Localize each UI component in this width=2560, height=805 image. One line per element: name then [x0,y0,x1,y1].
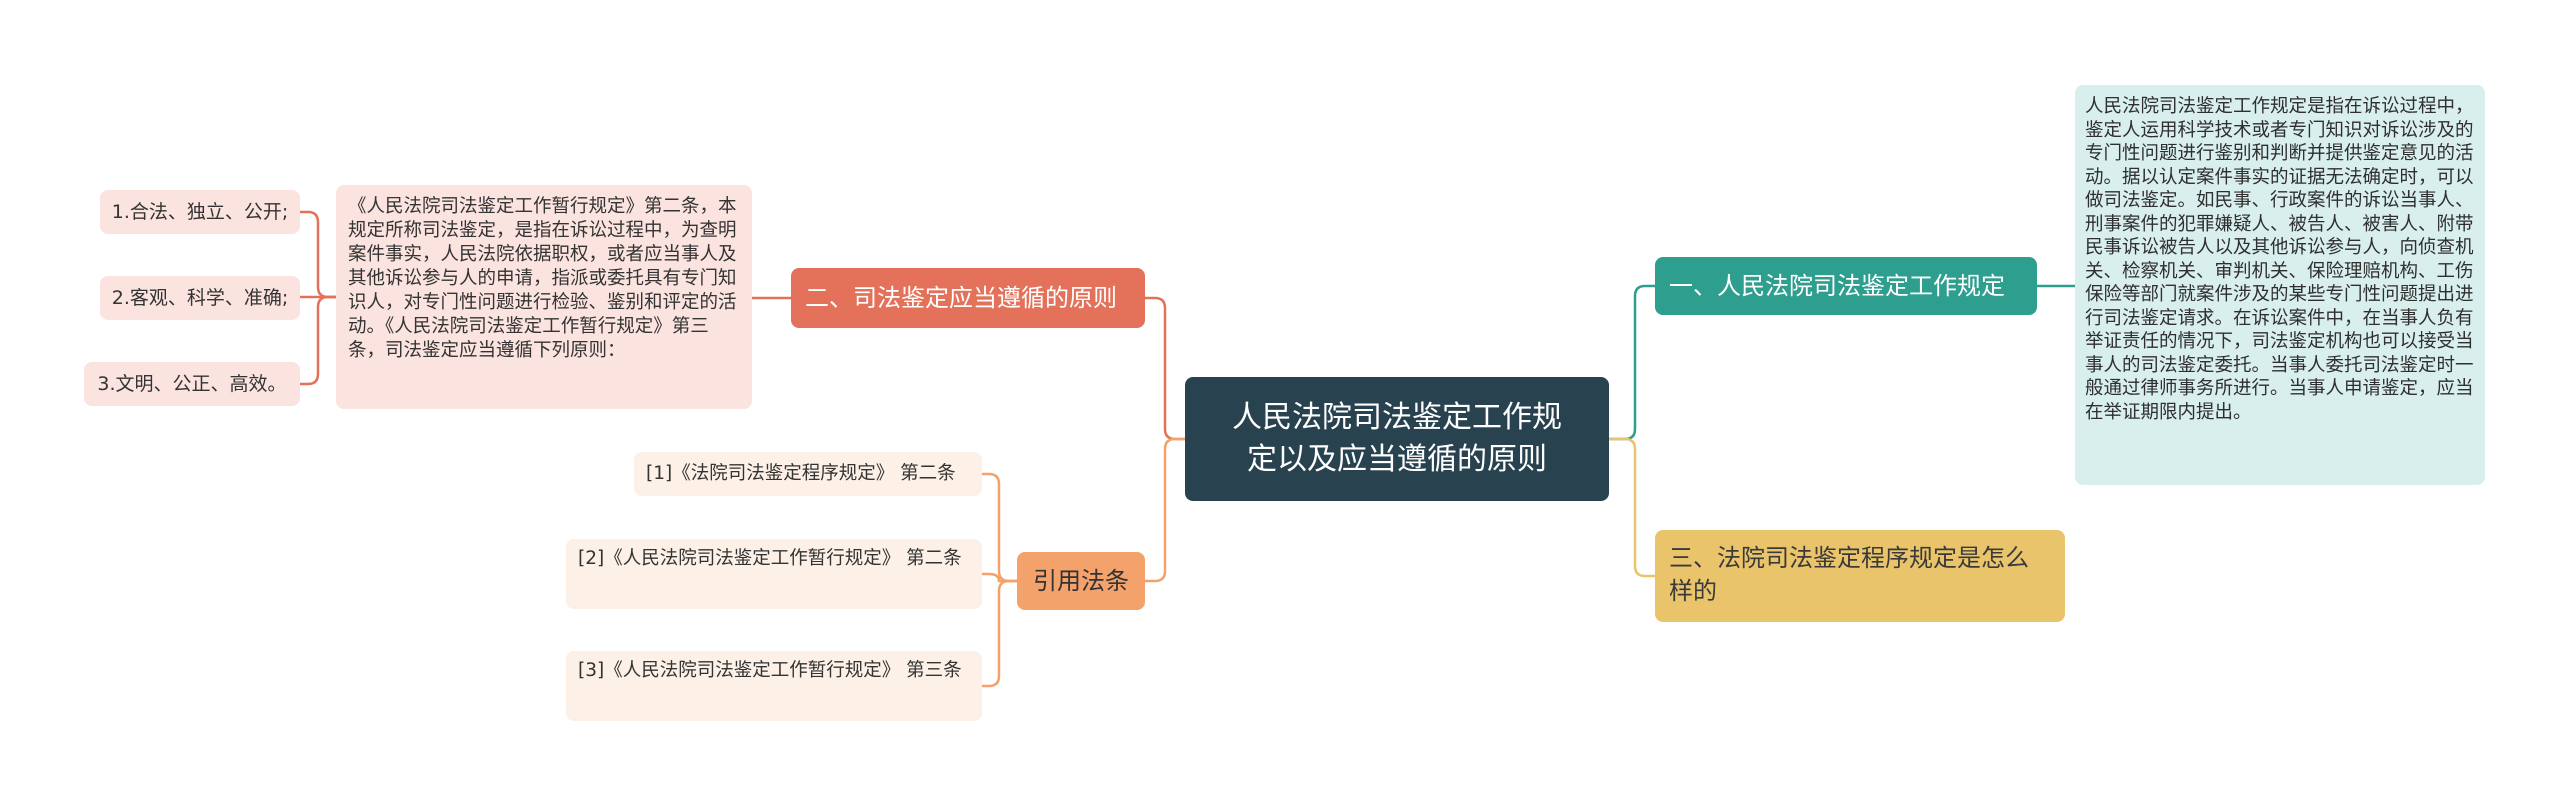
connector-branch-4-to-ref-2 [982,572,1017,583]
branch-node-4[interactable]: 引用法条 [1017,552,1145,610]
central-topic[interactable]: 人民法院司法鉴定工作规 定以及应当遵循的原则 [1185,377,1609,501]
connector-central-to-branch-4 [1145,437,1185,583]
reference-1-label: [1]《法院司法鉴定程序规定》 第二条 [646,463,956,484]
branch-2-detail-node[interactable]: 《人民法院司法鉴定工作暂行规定》第二条，本规定所称司法鉴定，是指在诉讼过程中，为… [336,185,752,409]
principle-node-2[interactable]: 2.客观、科学、准确; [100,276,300,320]
branch-2-detail-text: 《人民法院司法鉴定工作暂行规定》第二条，本规定所称司法鉴定，是指在诉讼过程中，为… [348,196,737,361]
branch-1-detail-node[interactable]: 人民法院司法鉴定工作规定是指在诉讼过程中，鉴定人运用科学技术或者专门知识对诉讼涉… [2075,85,2485,485]
connector-branch-4-to-ref-3 [982,579,1017,688]
connector-central-to-branch-3 [1609,437,1655,578]
principle-node-1[interactable]: 1.合法、独立、公开; [100,190,300,234]
principle-1-label: 1.合法、独立、公开; [111,201,289,223]
branch-node-3[interactable]: 三、法院司法鉴定程序规定是怎么样的 [1655,530,2065,622]
reference-3-label: [3]《人民法院司法鉴定工作暂行规定》 第三条 [578,660,962,681]
reference-node-1[interactable]: [1]《法院司法鉴定程序规定》 第二条 [634,452,982,496]
reference-node-2[interactable]: [2]《人民法院司法鉴定工作暂行规定》 第二条 [566,539,982,609]
branch-1-label: 一、人民法院司法鉴定工作规定 [1669,272,2005,300]
principle-2-label: 2.客观、科学、准确; [111,287,289,309]
branch-2-label: 二、司法鉴定应当遵循的原则 [805,284,1117,312]
connector-central-to-branch-1 [1609,284,1655,441]
connector-detail-to-principle-1 [300,210,336,299]
principle-3-label: 3.文明、公正、高效。 [97,373,287,395]
branch-node-2[interactable]: 二、司法鉴定应当遵循的原则 [791,268,1145,328]
branch-1-detail-text: 人民法院司法鉴定工作规定是指在诉讼过程中，鉴定人运用科学技术或者专门知识对诉讼涉… [2085,96,2474,423]
central-topic-label: 人民法院司法鉴定工作规 定以及应当遵循的原则 [1232,400,1562,477]
reference-2-label: [2]《人民法院司法鉴定工作暂行规定》 第二条 [578,548,962,569]
connector-detail-to-principle-3 [300,295,336,386]
branch-3-label: 三、法院司法鉴定程序规定是怎么样的 [1669,544,2029,605]
connector-central-to-branch-2 [1145,296,1185,441]
branch-node-1[interactable]: 一、人民法院司法鉴定工作规定 [1655,257,2037,315]
principle-node-3[interactable]: 3.文明、公正、高效。 [84,362,300,406]
branch-4-label: 引用法条 [1033,567,1129,595]
connector-branch-4-to-ref-1 [982,472,1017,583]
reference-node-3[interactable]: [3]《人民法院司法鉴定工作暂行规定》 第三条 [566,651,982,721]
